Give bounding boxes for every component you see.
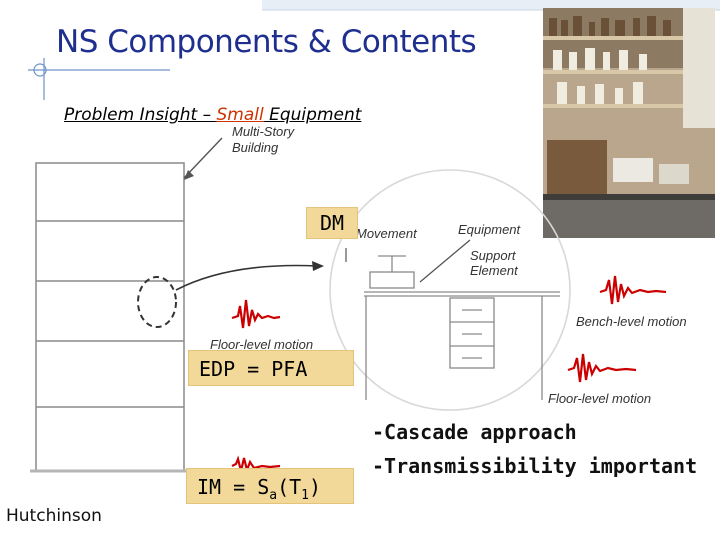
label-building-line1: Multi-Story (232, 124, 295, 139)
label-building: Multi-Story Building (232, 124, 294, 156)
notes-list: -Cascade approach -Transmissibility impo… (372, 415, 697, 483)
label-movement: Movement (356, 226, 417, 241)
im-tag: IM = Sa(T1) (186, 468, 354, 504)
author-name: Hutchinson (6, 506, 102, 526)
label-floor-motion-1: Floor-level motion (210, 337, 314, 352)
label-building-line2: Building (232, 140, 279, 155)
slide-title: NS Components & Contents (56, 24, 477, 60)
subtitle-suffix: Equipment (263, 105, 362, 125)
im-main: IM = S (197, 475, 270, 499)
lab-photo (543, 8, 715, 238)
im-paren-open: (T (277, 475, 302, 499)
slide-subtitle: Problem Insight – Small Equipment (64, 105, 361, 125)
edp-tag: EDP = PFA (188, 350, 354, 386)
label-support-line2: Element (470, 263, 518, 278)
note-item: -Transmissibility important (372, 454, 698, 478)
label-equipment: Equipment (458, 222, 521, 237)
label-support-element: Support Element (470, 248, 518, 278)
subtitle-prefix: Problem Insight – (64, 105, 217, 125)
label-bench-motion: Bench-level motion (576, 314, 687, 329)
note-item: -Cascade approach (372, 420, 577, 444)
im-sub-a: a (269, 488, 278, 503)
dm-tag: DM (306, 207, 358, 239)
label-floor-motion-2: Floor-level motion (548, 391, 652, 406)
subtitle-highlight: Small (216, 105, 264, 125)
label-support-line1: Support (470, 248, 516, 263)
im-paren-close: ) (309, 475, 322, 499)
im-sub-1: 1 (301, 488, 309, 503)
